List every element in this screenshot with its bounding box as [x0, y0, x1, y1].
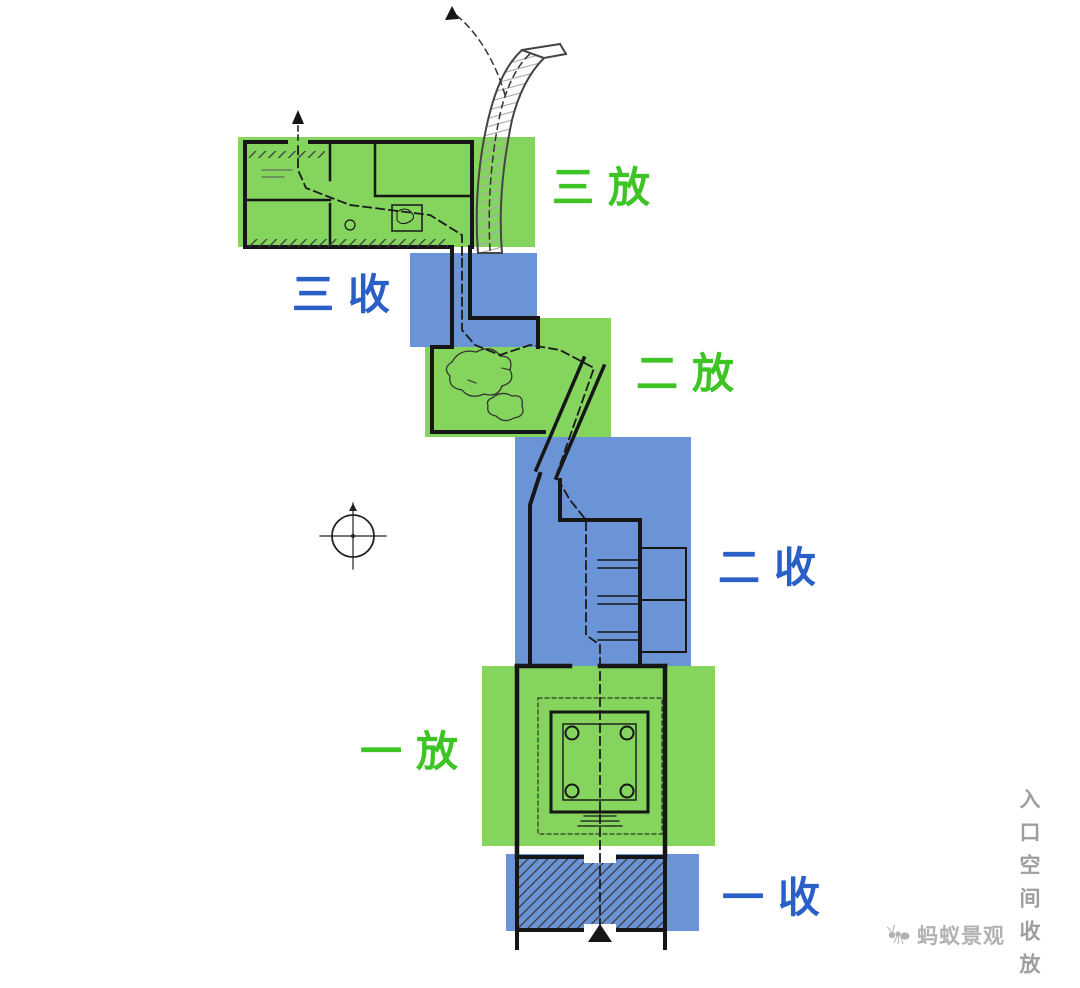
narrow-passage	[430, 245, 540, 349]
zone-label-yi-shou: 一收	[722, 874, 835, 921]
zone-label-er-shou: 二收	[718, 544, 831, 591]
watermark-text: 蚂蚁景观	[917, 925, 1005, 948]
zone-label-yi-fang: 一放	[360, 728, 473, 775]
gatehouse	[515, 851, 667, 950]
side-caption: 入口空间收放	[1017, 788, 1040, 986]
garden-plan-linework	[243, 6, 687, 950]
visitor-route	[297, 141, 601, 941]
street-band	[445, 6, 568, 254]
hall-block	[243, 110, 474, 249]
exit-arrow-top	[445, 6, 459, 20]
zone-rect-san-shou	[410, 253, 537, 347]
exit-arrow-hall	[292, 110, 304, 124]
zone-label-san-fang: 三放	[552, 164, 665, 211]
ant-icon	[886, 924, 910, 945]
compass-symbol	[319, 502, 387, 570]
long-corridor	[528, 471, 687, 668]
zone-label-er-fang: 二放	[636, 350, 749, 397]
zone-label-san-shou: 三收	[292, 271, 405, 318]
watermark: 蚂蚁景观	[886, 920, 1005, 950]
diagonal-passage	[533, 355, 607, 481]
rockery-courtyard	[430, 345, 546, 434]
zone-rect-er-shou	[515, 437, 691, 666]
